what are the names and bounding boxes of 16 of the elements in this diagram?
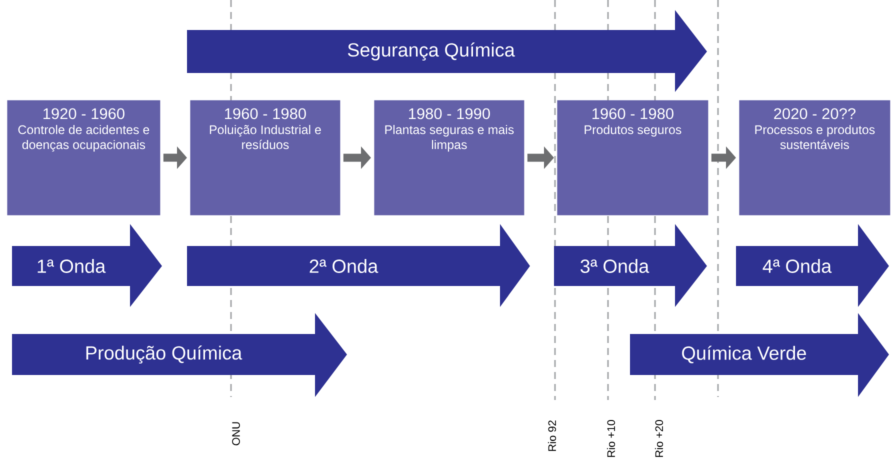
timeline-band: 2ª Onda [187,224,530,307]
timeline-band: Produção Química [12,313,347,397]
timeline-band: 4ª Onda [736,224,889,307]
period-box: 1980 - 1990 Plantas seguras e mais limpas [374,100,524,216]
event-label: ONU [232,422,240,446]
timeline-band: Segurança Química [187,10,707,92]
period-box: 1960 - 1980 Poluição Industrial e resíduos [190,100,340,216]
event-label: Rio 92 [548,420,556,451]
timeline-band: Química Verde [630,313,889,397]
period-box: 2020 - 20?? Processos e produtos sustentáveis [739,100,890,216]
event-label: Rio +10 [606,420,616,457]
period-box: 1920 - 1960 Controle de acidentes e doenças ocupacionais [7,100,160,216]
period-box: 1960 - 1980 Produtos seguros [557,100,708,216]
event-label: Rio +20 [654,420,664,457]
timeline-band: 3ª Onda [554,224,707,307]
timeline-band: 1ª Onda [12,224,162,307]
